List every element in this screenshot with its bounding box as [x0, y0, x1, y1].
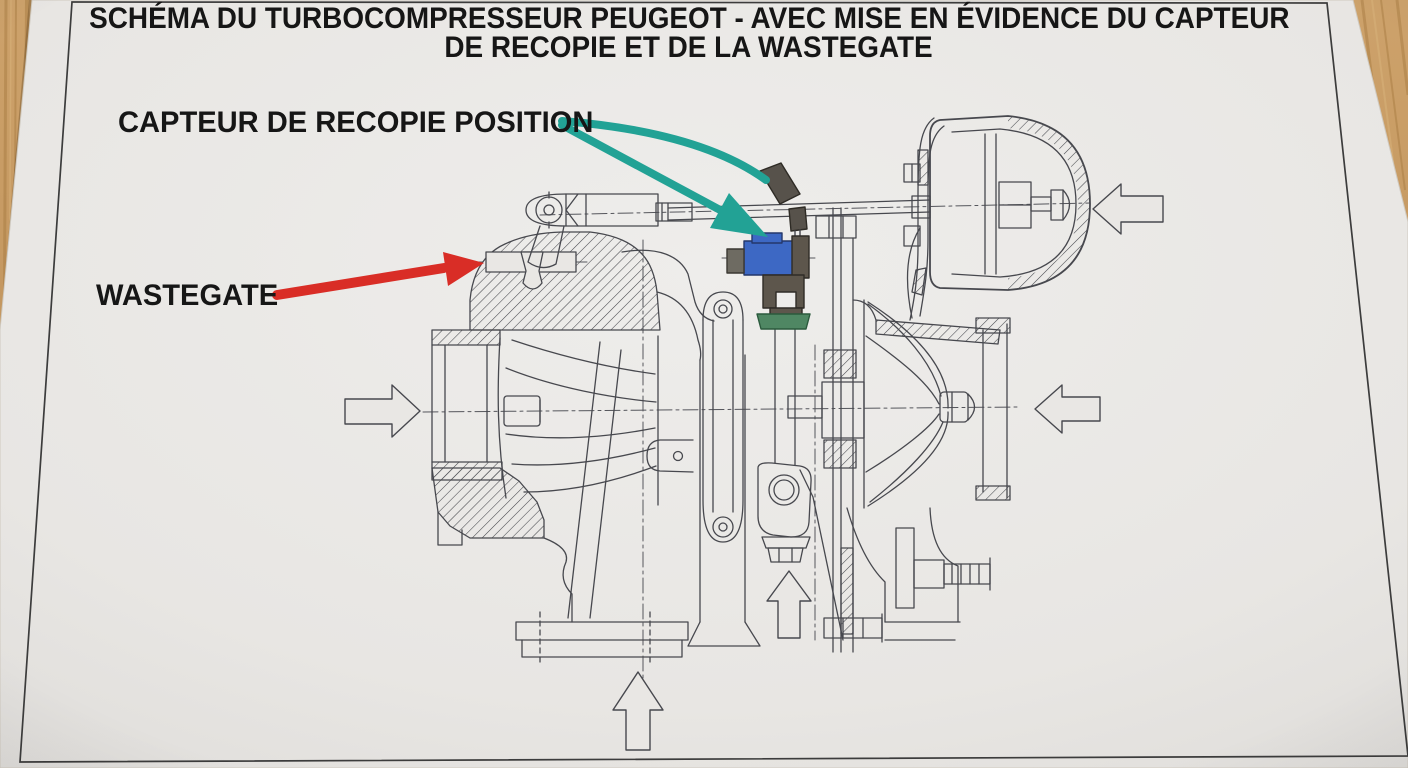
- diagram-title: SCHÉMA DU TURBOCOMPRESSEUR PEUGEOT - AVE…: [0, 2, 1378, 64]
- wastegate-label: WASTEGATE: [96, 279, 279, 312]
- diagram-title-line2: DE RECOPIE ET DE LA WASTEGATE: [444, 31, 934, 64]
- diagram-title-line1: SCHÉMA DU TURBOCOMPRESSEUR PEUGEOT - AVE…: [88, 2, 1290, 35]
- sensor-label: CAPTEUR DE RECOPIE POSITION: [118, 106, 594, 139]
